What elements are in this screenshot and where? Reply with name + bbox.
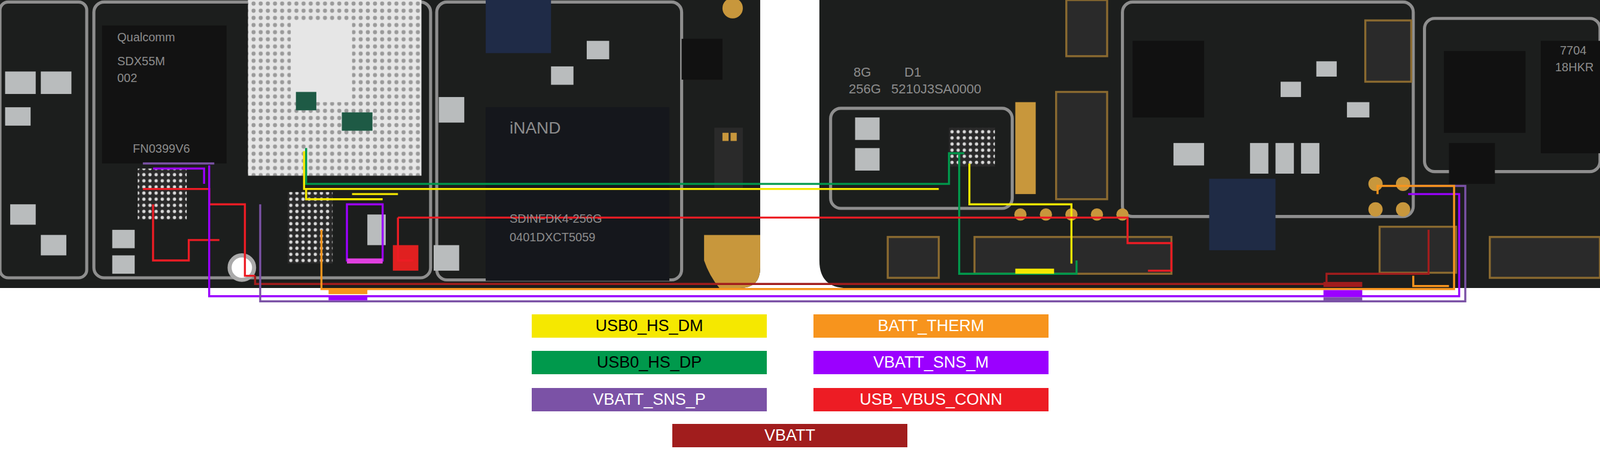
chip-marking: 7704 xyxy=(1559,44,1587,57)
chip-marking: FN0399V6 xyxy=(132,142,191,155)
legend-text: BATT_THERM xyxy=(877,316,984,335)
chip-marking: SDX55M xyxy=(117,55,166,67)
chip-marking: Qualcomm xyxy=(117,31,176,44)
chip-marking: D1 xyxy=(904,65,922,79)
legend-swatch: VBATT xyxy=(672,423,908,447)
legend-swatch: USB0_HS_DM xyxy=(531,314,767,338)
chip-marking: 256G xyxy=(848,82,882,96)
legend-swatch: USB_VBUS_CONN xyxy=(813,387,1049,411)
legend-text: USB0_HS_DP xyxy=(596,352,703,372)
chip-marking: 5210J3SA0000 xyxy=(891,82,981,96)
legend-swatch: VBATT_SNS_P xyxy=(531,387,767,411)
legend-text: USB_VBUS_CONN xyxy=(859,389,1003,409)
legend-swatch: BATT_THERM xyxy=(813,314,1049,338)
legend-swatch: USB0_HS_DP xyxy=(531,350,767,374)
legend-text: VBATT_SNS_M xyxy=(873,352,989,372)
legend-swatch: VBATT_SNS_M xyxy=(813,350,1049,374)
legend-text: USB0_HS_DM xyxy=(595,316,703,335)
legend-text: VBATT_SNS_P xyxy=(592,389,706,409)
chip-marking: iNAND xyxy=(509,119,562,137)
chip-marking: 18HKR xyxy=(1555,61,1594,73)
chip-marking: 8G xyxy=(853,65,871,79)
legend-text: VBATT xyxy=(764,425,816,445)
chip-marking: 002 xyxy=(117,71,137,84)
chip-marking: SDINFDK4-256G xyxy=(509,212,603,225)
chip-marking: 0401DXCT5059 xyxy=(509,230,596,243)
